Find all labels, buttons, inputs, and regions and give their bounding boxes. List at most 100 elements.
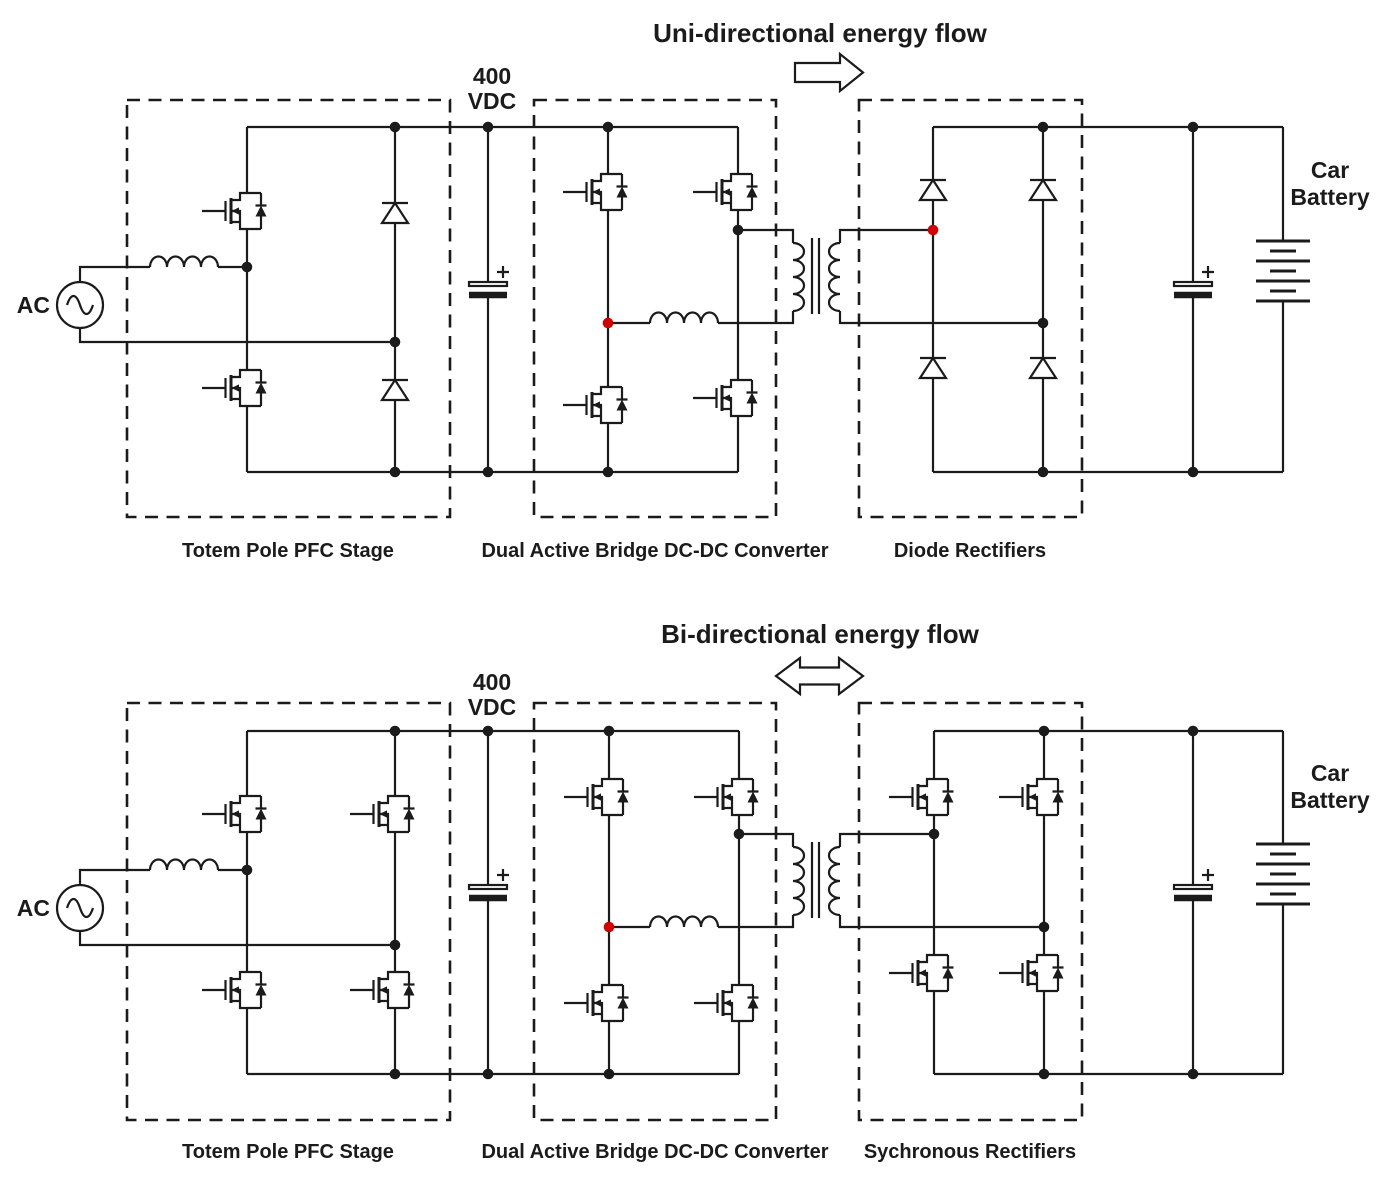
- red-junction-node: [927, 224, 939, 236]
- mosfet-symbol: [200, 360, 268, 416]
- car-battery: Car Battery: [1254, 157, 1370, 317]
- car-battery: Car Battery: [1254, 760, 1370, 920]
- transformer-link-wires: [609, 832, 1044, 929]
- stage-label-dab: Dual Active Bridge DC-DC Converter: [481, 540, 828, 562]
- red-junction-node: [602, 317, 614, 329]
- circuit-unidirectional: Uni-directional energy flow AC: [17, 18, 1370, 562]
- dc-link-capacitor: [469, 263, 509, 319]
- circuit-bidirectional: Bi-directional energy flow AC 400: [17, 619, 1370, 1163]
- transformer-secondary-coil: [827, 241, 842, 313]
- mosfet-symbol: [200, 183, 268, 239]
- stage-boxes: [125, 98, 1084, 519]
- mosfet-symbol: [200, 962, 268, 1018]
- mosfet-symbol: [997, 769, 1065, 825]
- battery-symbol: [1254, 828, 1312, 920]
- battery-label-line1: Car: [1311, 157, 1349, 183]
- transformer-secondary-coil: [827, 845, 842, 917]
- transformer-core: [810, 238, 821, 314]
- dc-voltage-unit: VDC: [468, 88, 517, 114]
- bridge-legs: [245, 731, 1285, 1074]
- synchronous-rectifier-mosfets: [887, 769, 1065, 1001]
- mosfet-symbol: [200, 786, 268, 842]
- battery-label-line2: Battery: [1290, 184, 1369, 210]
- ac-source-label: AC: [17, 292, 50, 318]
- battery-symbol: [1254, 225, 1312, 317]
- mosfet-symbol: [348, 962, 416, 1018]
- transformer: [791, 238, 842, 314]
- diode-symbol: [1028, 340, 1058, 396]
- ac-source-label: AC: [17, 895, 50, 921]
- pfc-boost-inductor: [148, 255, 220, 269]
- section-title: Uni-directional energy flow: [653, 18, 987, 48]
- diode-rectifier-box: [857, 98, 1084, 519]
- mosfet-symbol: [691, 370, 759, 426]
- ac-source-symbol: [55, 280, 105, 330]
- ac-source: AC: [17, 883, 105, 933]
- dc-link-voltage-label: 400 VDC: [468, 63, 517, 114]
- transformer-primary-coil: [791, 241, 806, 313]
- totem-pole-mosfets: [200, 183, 268, 416]
- diode-symbol: [380, 362, 410, 418]
- transformer: [791, 842, 842, 918]
- diode-rectifier-diodes: [918, 162, 1058, 396]
- diode-symbol: [1028, 162, 1058, 218]
- stage-label-dab: Dual Active Bridge DC-DC Converter: [481, 1141, 828, 1163]
- dual-active-bridge-box: [532, 701, 778, 1122]
- dc-link-voltage-label: 400 VDC: [468, 669, 517, 720]
- mosfet-symbol: [561, 377, 629, 433]
- diode-symbol: [918, 162, 948, 218]
- bridge-legs: [245, 127, 1285, 472]
- totem-pole-mosfets: [200, 786, 416, 1018]
- stage-labels: Totem Pole PFC Stage Dual Active Bridge …: [182, 1141, 1076, 1163]
- dc-rails: [247, 729, 1283, 1076]
- red-junction-node: [603, 921, 615, 933]
- flow-arrow-double-icon: [774, 655, 865, 697]
- output-capacitor: [1174, 263, 1214, 319]
- transformer-primary-coil: [791, 845, 806, 917]
- stage-labels: Totem Pole PFC Stage Dual Active Bridge …: [182, 540, 1046, 562]
- mosfet-symbol: [348, 786, 416, 842]
- dc-rails: [247, 125, 1283, 474]
- mosfet-symbol: [887, 945, 955, 1001]
- wires: [78, 729, 1285, 1076]
- dual-active-bridge-box: [532, 98, 778, 519]
- mosfet-symbol: [692, 769, 760, 825]
- ac-source: AC: [17, 280, 105, 330]
- output-capacitor: [1174, 866, 1214, 922]
- totem-pole-pfc-box: [125, 98, 452, 519]
- diode-symbol: [918, 340, 948, 396]
- dab-series-inductor: [648, 915, 720, 929]
- junction-nodes: [241, 121, 1199, 478]
- transformer-core: [810, 842, 821, 918]
- mosfet-symbol: [692, 975, 760, 1031]
- wires: [78, 125, 1285, 474]
- section-title: Bi-directional energy flow: [661, 619, 980, 649]
- stage-label-rectifier: Sychronous Rectifiers: [864, 1141, 1076, 1163]
- dc-voltage-value: 400: [473, 669, 511, 695]
- dc-voltage-unit: VDC: [468, 694, 517, 720]
- dc-link-capacitor: [469, 866, 509, 922]
- mosfet-symbol: [997, 945, 1065, 1001]
- synchronous-rectifier-box: [857, 701, 1084, 1122]
- battery-label-line1: Car: [1311, 760, 1349, 786]
- dab-primary-mosfets: [562, 769, 760, 1031]
- totem-pole-pfc-box: [125, 701, 452, 1122]
- mosfet-symbol: [561, 164, 629, 220]
- stage-label-rectifier: Diode Rectifiers: [894, 540, 1046, 562]
- dc-voltage-value: 400: [473, 63, 511, 89]
- transformer-link-wires: [608, 228, 1043, 325]
- stage-boxes: [125, 701, 1084, 1122]
- stage-label-pfc: Totem Pole PFC Stage: [182, 1141, 394, 1163]
- diode-symbol: [380, 185, 410, 241]
- flow-arrow-right-icon: [793, 51, 865, 94]
- ac-source-symbol: [55, 883, 105, 933]
- mosfet-symbol: [691, 164, 759, 220]
- dab-primary-mosfets: [561, 164, 759, 433]
- battery-label-line2: Battery: [1290, 787, 1369, 813]
- stage-label-pfc: Totem Pole PFC Stage: [182, 540, 394, 562]
- mosfet-symbol: [562, 975, 630, 1031]
- mosfet-symbol: [887, 769, 955, 825]
- pfc-boost-inductor: [148, 858, 220, 872]
- mosfet-symbol: [562, 769, 630, 825]
